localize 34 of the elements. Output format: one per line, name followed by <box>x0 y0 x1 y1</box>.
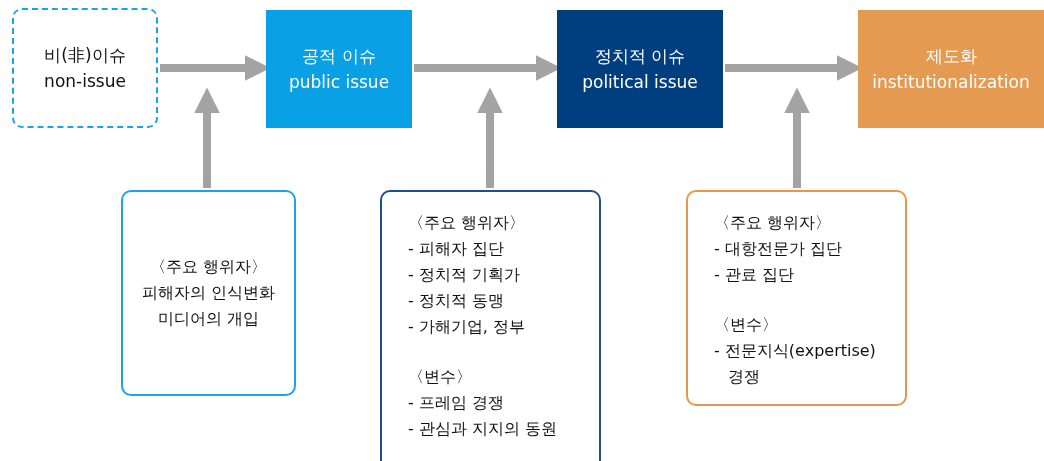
stage-label: 비(非)이슈 <box>44 44 126 67</box>
list-item: 미디어의 개입 <box>157 308 260 330</box>
stage-label: 공적 이슈 <box>302 45 376 68</box>
section-heading: 〈주요 행위자〉 <box>408 212 527 234</box>
stage-box <box>12 8 158 128</box>
list-item: - 정치적 기획가 <box>408 264 521 286</box>
stage-label: 정치적 이슈 <box>594 45 686 68</box>
stage-label: political issue <box>582 71 698 94</box>
stage-label: public issue <box>288 71 390 94</box>
section-heading: 〈변수〉 <box>408 366 473 388</box>
section-heading: 〈주요 행위자〉 <box>714 212 833 234</box>
arrow <box>194 87 220 188</box>
list-item: - 전문지식(expertise) 경쟁 <box>714 340 877 388</box>
stage-box <box>557 10 723 128</box>
stage-label: 제도화 <box>925 45 977 68</box>
actor-box <box>686 190 907 406</box>
stage-label: institutionalization <box>872 71 1030 94</box>
list-item: - 정치적 동맹 <box>408 290 505 312</box>
section-heading: 〈주요 행위자〉 <box>149 256 268 278</box>
list-item: 피해자의 인식변화 <box>141 282 276 304</box>
list-item: - 관심과 지지의 동원 <box>408 418 559 440</box>
stage-label: non-issue <box>44 70 126 93</box>
actor-box <box>121 190 296 396</box>
list-item: - 가해기업, 정부 <box>408 316 527 338</box>
stage-box <box>858 10 1044 128</box>
list-item: - 피해자 집단 <box>408 238 505 260</box>
arrow <box>784 87 810 188</box>
arrow <box>477 87 503 188</box>
section-heading: 〈변수〉 <box>714 314 779 336</box>
list-item: - 프레임 경쟁 <box>408 392 505 414</box>
list-item: - 관료 집단 <box>714 264 795 286</box>
list-item: - 대항전문가 집단 <box>714 238 843 260</box>
stage-box <box>266 10 412 128</box>
actor-box <box>380 190 601 461</box>
